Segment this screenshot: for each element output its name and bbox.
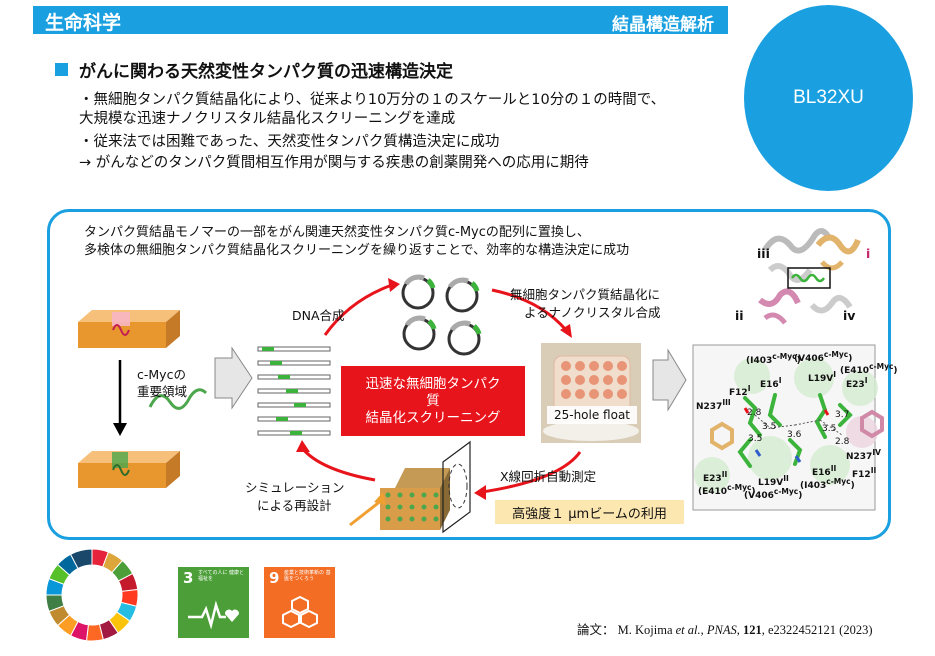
- residue-l19vii: L19VII: [758, 474, 789, 488]
- panel-intro-2: 多検体の無細胞タンパク質結晶化スクリーニングを繰り返すことで、効率的な構造決定に…: [84, 243, 630, 258]
- chain-label-ii: ii: [735, 308, 744, 323]
- distance-5: 3.5: [822, 424, 837, 434]
- residue-v406-bottom: (V406c-Myc): [744, 487, 803, 501]
- float-plate-label: 25-hole float: [547, 406, 637, 424]
- simulation-label-1: シミュレーション: [245, 480, 345, 495]
- cellfree-label-1: 無細胞タンパク質結晶化に: [510, 287, 661, 302]
- distance-4: 3.6: [787, 430, 802, 440]
- panel-intro-1: タンパク質結晶モノマーの一部をがん関連天然変性タンパク質c-Mycの配列に置換し…: [84, 225, 590, 240]
- interaction-closeup-image: [692, 344, 884, 511]
- sdg-goal-3-tile: 3 すべての人に 健康と福祉を: [178, 567, 249, 638]
- citation: 論文： M. Kojima et al., PNAS, 121, e232245…: [577, 623, 873, 637]
- sdg-wheel-icon: [45, 548, 139, 642]
- distance-1: 2.8: [747, 408, 762, 418]
- protein-block-top-icon: [78, 310, 180, 348]
- page-title: がんに関わる天然変性タンパク質の迅速構造決定: [79, 62, 453, 82]
- heartbeat-icon: [188, 600, 240, 629]
- screening-line-2: 質: [426, 392, 440, 409]
- residue-e16i: E16I: [760, 376, 782, 390]
- residue-f12i: F12I: [729, 384, 751, 398]
- residue-n237iii: N237III: [696, 398, 731, 412]
- distance-6: 3.7: [835, 410, 850, 420]
- subcategory-title: 結晶構造解析: [612, 15, 714, 35]
- dna-sequences: [257, 346, 331, 436]
- beam-box: 高強度１ µmビームの利用: [495, 500, 684, 524]
- screening-box: 迅速な無細胞タンパク 質 結晶化スクリーニング: [341, 366, 525, 436]
- chain-label-iv: iv: [843, 308, 856, 323]
- residue-e23ii: E23II: [703, 470, 728, 484]
- beamline-label: BL32XU: [793, 87, 864, 108]
- plasmid-icons: [401, 274, 482, 356]
- distance-3: 3.5: [748, 434, 763, 444]
- residue-n237iv: N237IV: [846, 448, 881, 462]
- residue-e23i: E23I: [846, 376, 868, 390]
- residue-i403-bottom: (I403c-Myc): [800, 477, 855, 491]
- arrow-right-icon: [214, 346, 253, 410]
- workflow-panel: [47, 209, 891, 540]
- sdg-goal-9-tile: 9 産業と技術革新の 基盤をつくろう: [264, 567, 335, 638]
- screening-line-1: 迅速な無細胞タンパク: [365, 375, 501, 392]
- residue-i403-top: (I403c-Myc): [746, 352, 801, 366]
- distance-7: 2.8: [835, 437, 850, 447]
- cmyc-label-2: 重要領域: [137, 384, 188, 399]
- residue-e16ii: E16II: [812, 464, 837, 478]
- beamline-badge: BL32XU: [744, 5, 913, 191]
- bullet-line-4: → がんなどのタンパク質間相互作用が関与する疾患の創薬開発への応用に期待: [79, 155, 589, 171]
- residue-l19vi: L19VI: [808, 370, 837, 384]
- residue-v406-top: (V406c-Myc): [794, 350, 853, 364]
- dna-synthesis-label: DNA合成: [292, 308, 345, 323]
- cubes-icon: [282, 595, 318, 629]
- xray-label: X線回折自動測定: [500, 469, 597, 484]
- distance-2: 3.5: [762, 422, 777, 432]
- bullet-line-3: ・従来法では困難であった、天然変性タンパク質構造決定に成功: [79, 134, 500, 150]
- simulation-label-2: による再設計: [257, 498, 332, 513]
- float-plate-image: [541, 343, 641, 443]
- category-title: 生命科学: [45, 12, 122, 34]
- crystal-lattice-image: [349, 440, 471, 534]
- screening-line-3: 結晶化スクリーニング: [365, 409, 501, 426]
- bullet-square-icon: [55, 63, 68, 76]
- protein-block-bottom-icon: [78, 451, 180, 488]
- protein-structure-overview-image: [758, 228, 861, 325]
- residue-f12ii: F12II: [852, 466, 877, 480]
- residue-e410-top: (E410c-Myc): [840, 362, 898, 376]
- beam-label: 高強度１ µmビームの利用: [512, 506, 667, 522]
- header-bar: 生命科学 結晶構造解析: [33, 6, 728, 35]
- cellfree-label-2: よるナノクリスタル合成: [524, 305, 661, 320]
- arrow-right-icon: [652, 348, 687, 412]
- cmyc-region-icon: [148, 388, 208, 410]
- chain-label-i: i: [866, 246, 871, 261]
- chain-label-iii: iii: [757, 246, 770, 261]
- bullet-line-2: 大規模な迅速ナノクリスタル結晶化スクリーニングを達成: [79, 111, 456, 127]
- residue-e410-bottom: (E410c-Myc): [698, 483, 756, 497]
- bullet-line-1: ・無細胞タンパク質結晶化により、従来より10万分の１のスケールと10分の１の時間…: [79, 92, 666, 108]
- cmyc-label-1: c-Mycの: [137, 367, 186, 382]
